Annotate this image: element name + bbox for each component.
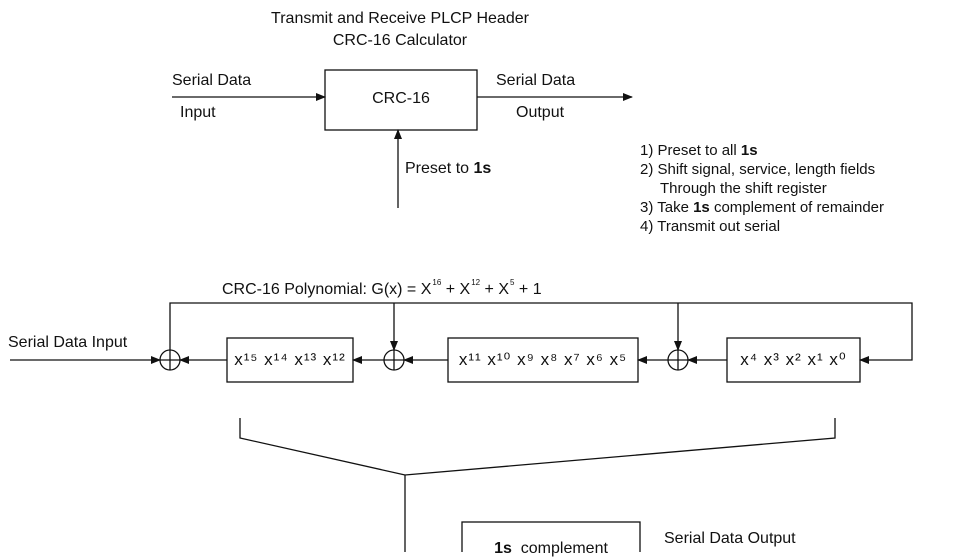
step-2-continued: Through the shift register [660,180,827,197]
preset-label: Preset to 1s [405,160,491,178]
top-input-label-2: Input [180,104,216,121]
step-3: 3) Take 1s complement of remainder [640,199,885,216]
serial-data-input-label: Serial Data Input [8,334,128,351]
procedure-steps: 1) Preset to all 1s 2) Shift signal, ser… [640,141,884,236]
preset-value: 1s [473,160,492,177]
step-4: 4) Transmit out serial [640,218,781,235]
complement-input-arrow [404,475,406,552]
top-output-label-1: Serial Data [496,72,576,89]
register-mid-label: x¹¹ x¹⁰ x⁹ x⁸ x⁷ x⁶ x⁵ [458,350,628,369]
register-bracket [239,418,836,476]
complement-box-label: 1s complement [494,540,608,557]
register-low-label: x⁴ x³ x² x¹ x⁰ [740,350,847,369]
crc16-box-label: CRC-16 [372,90,430,107]
top-input-label-1: Serial Data [172,72,252,89]
diagram-title-line2: CRC-16 Calculator [332,32,468,49]
crc16-polynomial: CRC-16 Polynomial: G(x) = X16 + X12 + X5… [222,278,542,298]
top-output-label-2: Output [516,104,565,121]
preset-label-text: Preset to [405,160,474,177]
complement-box [461,521,641,552]
step-2: 2) Shift signal, service, length fields [640,161,876,178]
feedback-bus [169,302,913,364]
register-high-label: x¹⁵ x¹⁴ x¹³ x¹² [234,350,346,369]
bottom-output-label: Serial Data Output [664,530,796,547]
step-1: 1) Preset to all 1s [640,142,758,159]
diagram-title-line1: Transmit and Receive PLCP Header [271,10,529,27]
